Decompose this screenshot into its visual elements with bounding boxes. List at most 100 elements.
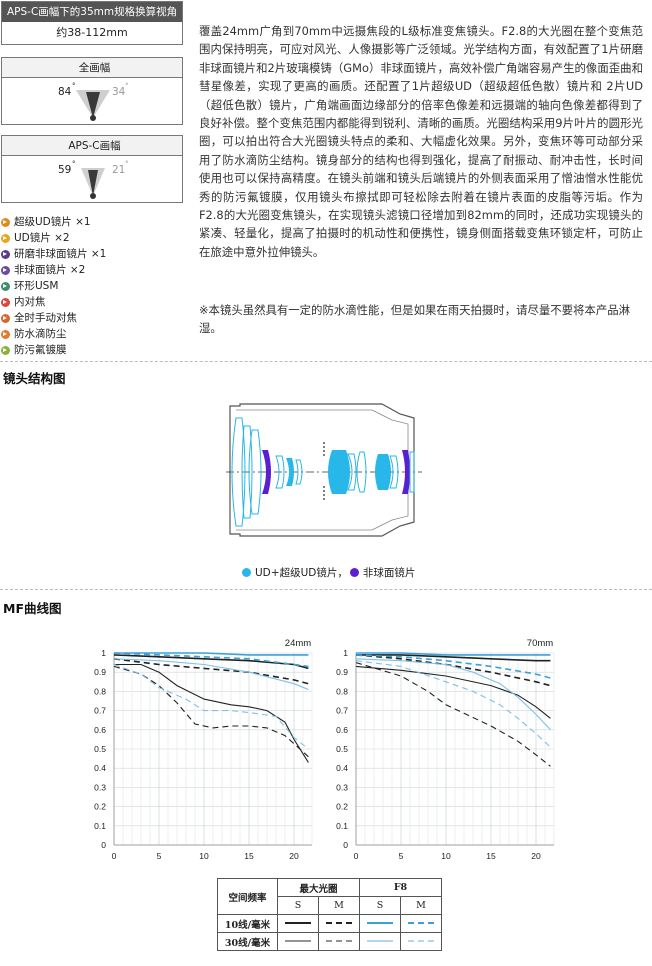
feature-label: 内对焦 <box>14 296 46 308</box>
y-tick-label: 0.2 <box>94 802 106 812</box>
feature-bullet-icon <box>1 281 10 291</box>
y-tick-label: 0.4 <box>94 763 106 773</box>
feature-bullet-icon <box>1 233 10 243</box>
section-divider <box>0 361 652 362</box>
feature-label: 超级UD镜片 ×1 <box>14 216 91 228</box>
field-of-view-fan-icon <box>81 168 105 199</box>
mtf-series-line <box>114 652 309 656</box>
lens-legend: UD+超级UD镜片， 非球面镜片 <box>242 565 415 580</box>
y-tick-label: 0.3 <box>94 782 106 792</box>
aps-c-tele-degree: ° <box>125 160 129 168</box>
aspherical-lens-legend-label: 非球面镜片 <box>362 567 416 579</box>
mtf-table-sub: M <box>400 896 442 915</box>
feature-item: UD镜片 ×2 <box>1 230 186 246</box>
mtf-legend-swatch <box>359 914 401 933</box>
full-frame-header: 全画幅 <box>2 58 182 78</box>
feature-list: 超级UD镜片 ×1 UD镜片 ×2 研磨非球面镜片 ×1 非球面镜片 ×2 环形… <box>1 214 186 358</box>
feature-label: UD镜片 ×2 <box>14 232 70 244</box>
lens-element <box>389 455 399 489</box>
mtf-legend-table: 空间频率 最大光圈 F8 S M S M 10线/毫米 30线/毫米 <box>217 878 442 951</box>
aps-c-angle-diagram: 59 ° 21 ° <box>2 156 182 200</box>
lens-structure-title: 镜头结构图 <box>3 371 66 386</box>
y-tick-label: 1 <box>343 648 348 658</box>
y-tick-label: 0 <box>101 840 106 850</box>
mtf-series-line <box>356 652 551 656</box>
feature-item: 研磨非球面镜片 ×1 <box>1 246 186 262</box>
x-tick-label: 10 <box>199 851 209 861</box>
aps-c-wide-angle: 59 <box>58 164 72 176</box>
x-tick-label: 0 <box>354 851 359 861</box>
x-tick-label: 20 <box>289 851 299 861</box>
mtf-table-sub: S <box>359 896 401 915</box>
feature-bullet-icon <box>1 249 10 259</box>
x-tick-label: 20 <box>531 851 541 861</box>
lens-element <box>409 451 415 493</box>
ud-lens-legend-dot <box>242 568 251 577</box>
x-tick-label: 15 <box>486 851 496 861</box>
aps-c-tele-angle: 21 <box>112 164 126 176</box>
mtf-series-line <box>355 654 551 687</box>
y-tick-label: 0.9 <box>94 667 106 677</box>
full-frame-wide-angle: 84 <box>58 86 72 98</box>
mtf-legend-swatch <box>277 932 319 951</box>
feature-bullet-icon <box>1 313 10 323</box>
aps-c-wide-degree: ° <box>72 160 76 168</box>
y-tick-label: 0.7 <box>336 706 348 716</box>
ud-lens-element <box>375 454 391 490</box>
lens-element <box>295 459 303 485</box>
mtf-series-line <box>113 658 309 685</box>
feature-bullet-icon <box>1 217 10 227</box>
mtf-series-line <box>356 654 551 662</box>
mtf-series-line <box>113 654 309 670</box>
aspherical-lens-element <box>262 450 271 494</box>
feature-item: 全时手动对焦 <box>1 310 186 326</box>
mtf-series-line <box>355 654 551 679</box>
x-tick-label: 5 <box>399 851 404 861</box>
feature-bullet-icon <box>1 345 10 355</box>
feature-item: 环形USM <box>1 278 186 294</box>
y-tick-label: 0.5 <box>336 744 348 754</box>
feature-label: 防污氟镀膜 <box>14 344 67 356</box>
product-description: 覆盖24mm广角到70mm中远摄焦段的L级标准变焦镜头。F2.8的大光圈在整个变… <box>199 24 643 259</box>
ud-lens-legend-label: UD+超级UD镜片， <box>255 567 348 579</box>
lens-element <box>248 429 262 515</box>
y-tick-label: 0.8 <box>94 686 106 696</box>
y-tick-label: 0 <box>343 840 348 850</box>
feature-bullet-icon <box>1 297 10 307</box>
y-tick-label: 0.9 <box>336 667 348 677</box>
x-tick-label: 10 <box>441 851 451 861</box>
lens-element <box>275 455 285 489</box>
aps-c-header: APS-C画幅 <box>2 136 182 156</box>
section-divider <box>0 589 652 590</box>
mtf-legend-swatch <box>400 932 442 951</box>
feature-label: 防水滴防尘 <box>14 328 67 340</box>
feature-label: 环形USM <box>14 280 59 292</box>
mtf-title: MF曲线图 <box>3 601 62 616</box>
field-of-view-fan-icon <box>76 90 110 121</box>
mtf-table-sub: S <box>277 896 319 915</box>
mtf-series-line <box>113 652 309 668</box>
mtf-table-group-max-aperture: 最大光圈 <box>277 878 360 897</box>
ud-lens-element <box>328 450 350 494</box>
aps-c-angle-box: APS-C画幅 59 ° 21 ° <box>1 135 183 203</box>
feature-label: 非球面镜片 ×2 <box>14 264 86 276</box>
mtf-series-line <box>113 665 309 758</box>
mtf-series-line <box>114 663 309 763</box>
mtf-legend-swatch <box>318 932 360 951</box>
feature-item: 超级UD镜片 ×1 <box>1 214 186 230</box>
mtf-legend-swatch <box>359 932 401 951</box>
full-frame-angle-diagram: 84 ° 34 ° <box>2 78 182 122</box>
y-tick-label: 0.1 <box>336 821 348 831</box>
y-tick-label: 0.8 <box>336 686 348 696</box>
y-tick-label: 0.4 <box>336 763 348 773</box>
panel-title: 24mm <box>285 638 311 649</box>
mtf-series-line <box>355 658 551 731</box>
feature-item: 防水滴防尘 <box>1 326 186 342</box>
aps-c-equivalent-box: APS-C画幅下的35mm规格换算视角 约38-112mm <box>1 1 183 45</box>
aspherical-lens-legend-dot <box>349 568 359 577</box>
mtf-series-line <box>113 658 309 691</box>
mtf-table-row-label: 30线/毫米 <box>217 932 278 951</box>
mtf-legend-swatch <box>277 914 319 933</box>
mtf-table-row-label: 10线/毫米 <box>217 914 278 933</box>
